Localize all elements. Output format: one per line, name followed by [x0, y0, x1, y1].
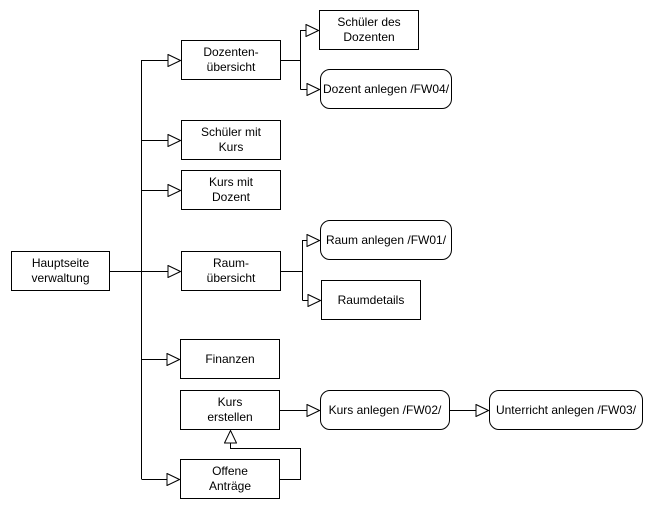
- node-label: Raumdetails: [337, 292, 405, 307]
- node-label: Unterricht anlegen /FW03/: [495, 402, 637, 417]
- node-offene-antraege[interactable]: Offene Anträge: [180, 459, 280, 499]
- node-kurs-mit-dozent[interactable]: Kurs mit Dozent: [181, 170, 281, 210]
- node-label: Schüler des Dozenten: [337, 15, 401, 44]
- node-label: Kurs erstellen: [207, 395, 253, 424]
- node-schueler-mit-kurs[interactable]: Schüler mit Kurs: [181, 120, 281, 160]
- node-label: Schüler mit Kurs: [200, 125, 262, 154]
- node-dozenten-uebersicht[interactable]: Dozenten- übersicht: [181, 40, 281, 80]
- node-label: Dozenten- übersicht: [203, 45, 259, 74]
- edge-dozenten-stem[interactable]: [281, 30, 301, 90]
- node-label: Hauptseite verwaltung: [31, 256, 90, 285]
- edge-raum-stem[interactable]: [281, 240, 303, 301]
- node-label: Dozent anlegen /FW04/: [322, 81, 450, 96]
- node-label: Raum- übersicht: [206, 256, 256, 285]
- node-label: Raum anlegen /FW01/: [325, 232, 447, 247]
- node-schueler-des-dozenten[interactable]: Schüler des Dozenten: [319, 10, 419, 50]
- node-label: Finanzen: [205, 351, 255, 366]
- node-dozent-anlegen-fw04[interactable]: Dozent anlegen /FW04/: [320, 69, 452, 109]
- node-raum-anlegen-fw01[interactable]: Raum anlegen /FW01/: [320, 220, 452, 260]
- edge-offeneantraege-kurserstellen[interactable]: [231, 443, 301, 480]
- node-kurs-anlegen-fw02[interactable]: Kurs anlegen /FW02/: [320, 390, 450, 430]
- node-label: Kurs mit Dozent: [208, 175, 253, 204]
- node-hauptseite-verwaltung[interactable]: Hauptseite verwaltung: [11, 251, 110, 291]
- node-finanzen[interactable]: Finanzen: [180, 339, 280, 379]
- node-raum-uebersicht[interactable]: Raum- übersicht: [181, 251, 281, 291]
- node-label: Kurs anlegen /FW02/: [328, 402, 442, 417]
- node-unterricht-anlegen-fw03[interactable]: Unterricht anlegen /FW03/: [489, 390, 643, 430]
- node-raumdetails[interactable]: Raumdetails: [321, 280, 421, 320]
- node-kurs-erstellen[interactable]: Kurs erstellen: [180, 390, 280, 430]
- node-label: Offene Anträge: [208, 464, 252, 493]
